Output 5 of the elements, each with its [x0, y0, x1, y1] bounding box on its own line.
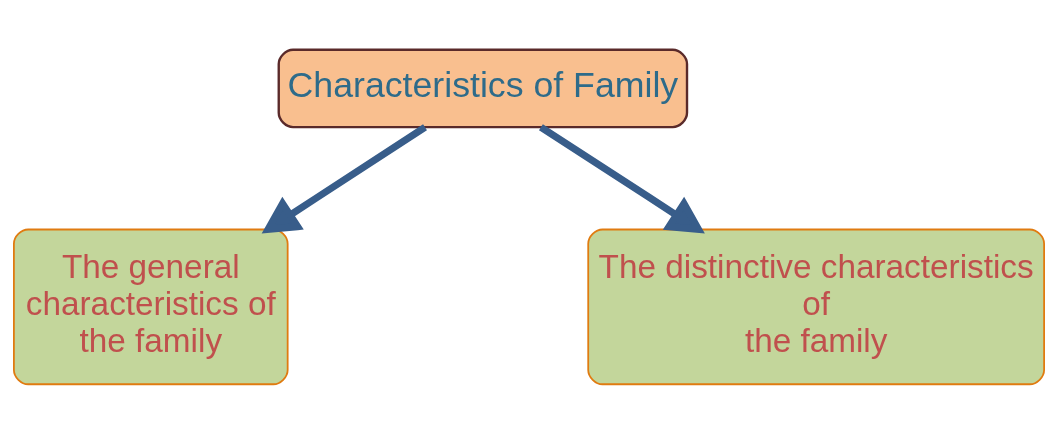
- node-box: The general characteristics of the family: [13, 228, 289, 385]
- arrow: [261, 123, 427, 234]
- node-box: Characteristics of Family: [277, 48, 689, 128]
- arrow: [539, 123, 705, 234]
- node-box: The distinctive characteristics of the family: [587, 228, 1045, 385]
